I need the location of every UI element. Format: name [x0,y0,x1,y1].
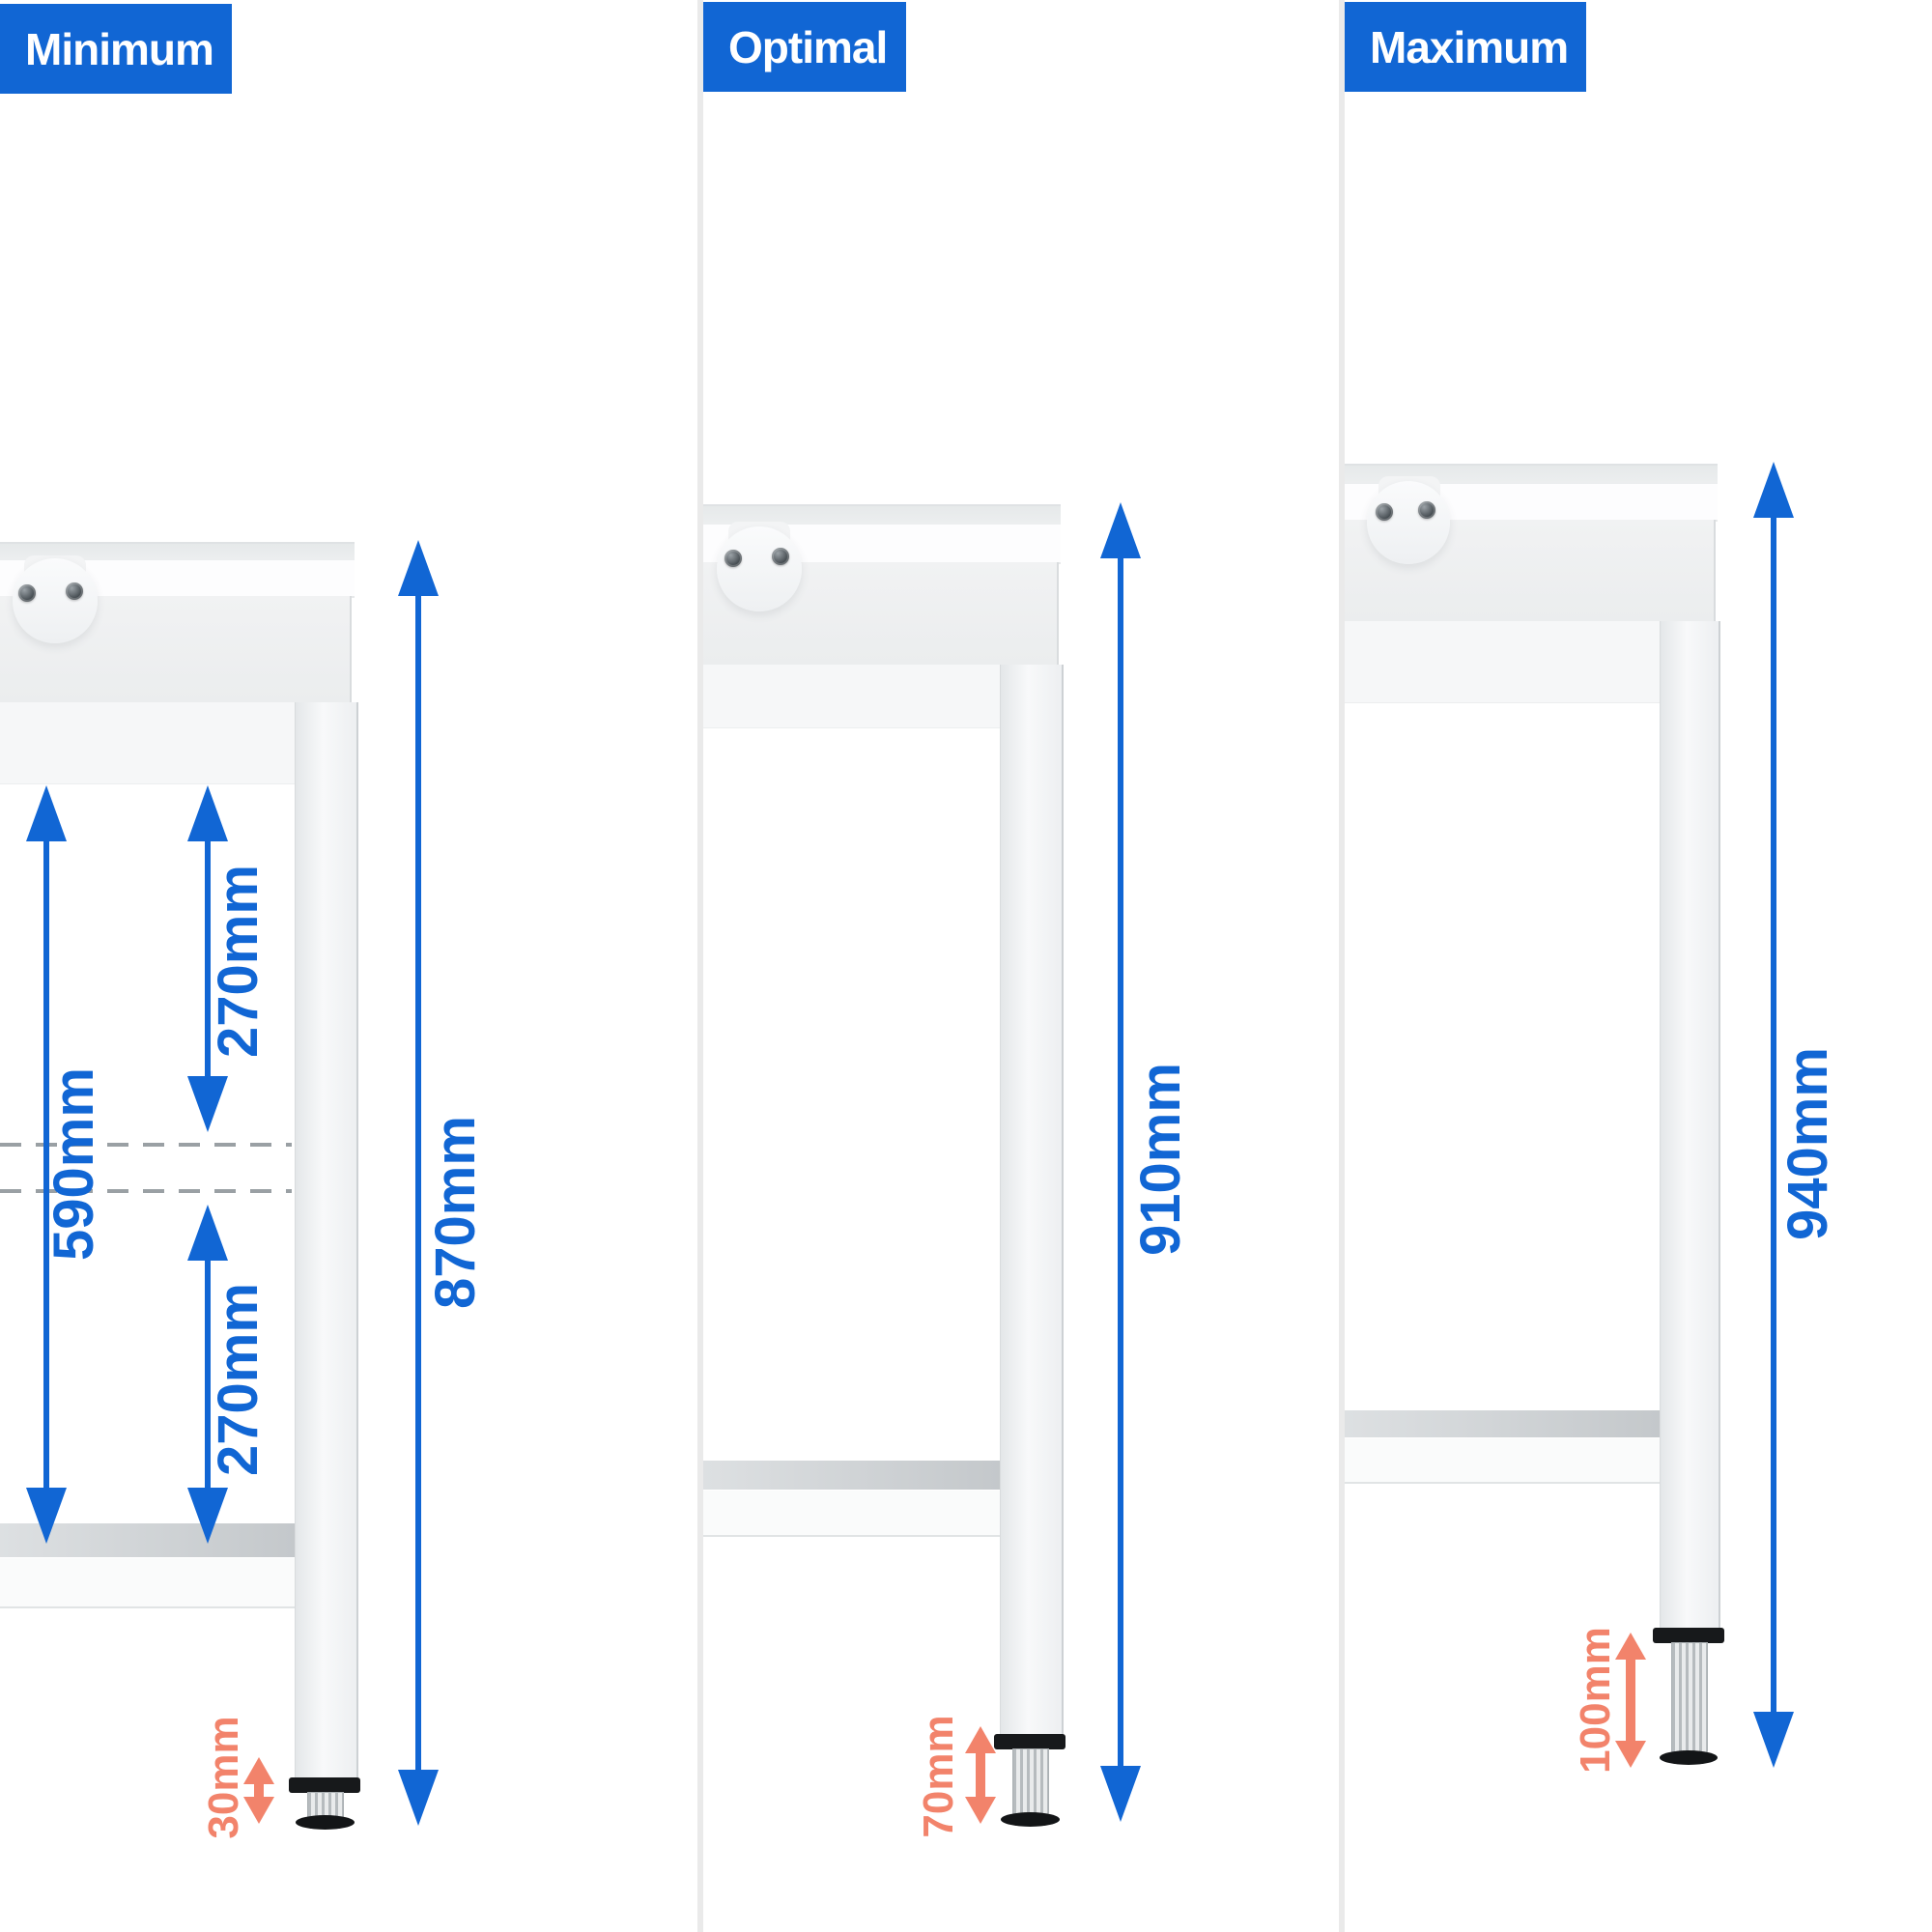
variant-label-text: Maximum [1370,21,1569,72]
table-leg [1660,621,1720,1628]
mounting-bracket [1367,481,1450,564]
foot-base [296,1815,355,1830]
apron-underside [0,702,299,784]
foot-collar [994,1734,1065,1749]
variant-label-minimum: Minimum [0,4,232,94]
lower-gap-dimension-arrow [187,1205,228,1544]
screw-icon [724,550,742,567]
total-height-dimension-arrow [1100,502,1141,1822]
variant-label-maximum: Maximum [1345,2,1586,92]
clearance-dimension-label: 590mm [43,1067,105,1261]
screw-icon [1376,503,1393,521]
bottom-shelf-top [703,1461,1000,1490]
total-height-dimension-label: 910mm [1129,1063,1192,1256]
foot-adjust-label: 100mm [1572,1627,1619,1774]
total-height-dimension-arrow [398,540,439,1826]
lower-gap-dimension-label: 270mm [207,1283,270,1476]
bottom-shelf-front [703,1490,1000,1537]
foot-adjust-label: 70mm [915,1715,962,1838]
total-height-dimension-arrow [1753,462,1794,1768]
bottom-shelf-front [0,1557,295,1608]
apron-underside [1345,621,1660,703]
panel-divider [697,0,703,1932]
shelf-position-dashed-line [0,1189,292,1193]
foot-adjust-label: 30mm [200,1716,247,1839]
apron-underside [703,665,1000,728]
foot-adjust-arrow [965,1726,996,1824]
upper-gap-dimension-label: 270mm [207,865,270,1058]
foot-base [1001,1812,1060,1827]
upper-gap-dimension-arrow [187,785,228,1132]
screw-icon [772,548,789,565]
total-height-dimension-label: 940mm [1776,1047,1839,1240]
shelf-position-dashed-line [0,1143,292,1147]
foot-adjust-arrow [243,1757,274,1824]
table-leg [1000,665,1064,1734]
bottom-shelf-top [1345,1410,1660,1437]
foot-base [1660,1750,1718,1765]
foot-collar [1653,1628,1724,1643]
screw-icon [66,582,83,600]
table-leg [295,702,358,1777]
foot-collar [289,1777,360,1793]
adjustable-foot [1012,1748,1049,1818]
panel-divider [1339,0,1345,1932]
variant-label-optimal: Optimal [703,2,906,92]
bottom-shelf-front [1345,1437,1660,1484]
screw-icon [18,584,36,602]
clearance-dimension-arrow [26,785,67,1544]
screw-icon [1418,501,1435,519]
foot-adjust-arrow [1615,1633,1646,1768]
variant-label-text: Minimum [25,23,214,74]
adjustable-foot [1671,1642,1708,1756]
variant-label-text: Optimal [728,21,888,72]
mounting-bracket [717,526,802,611]
total-height-dimension-label: 870mm [424,1116,487,1309]
